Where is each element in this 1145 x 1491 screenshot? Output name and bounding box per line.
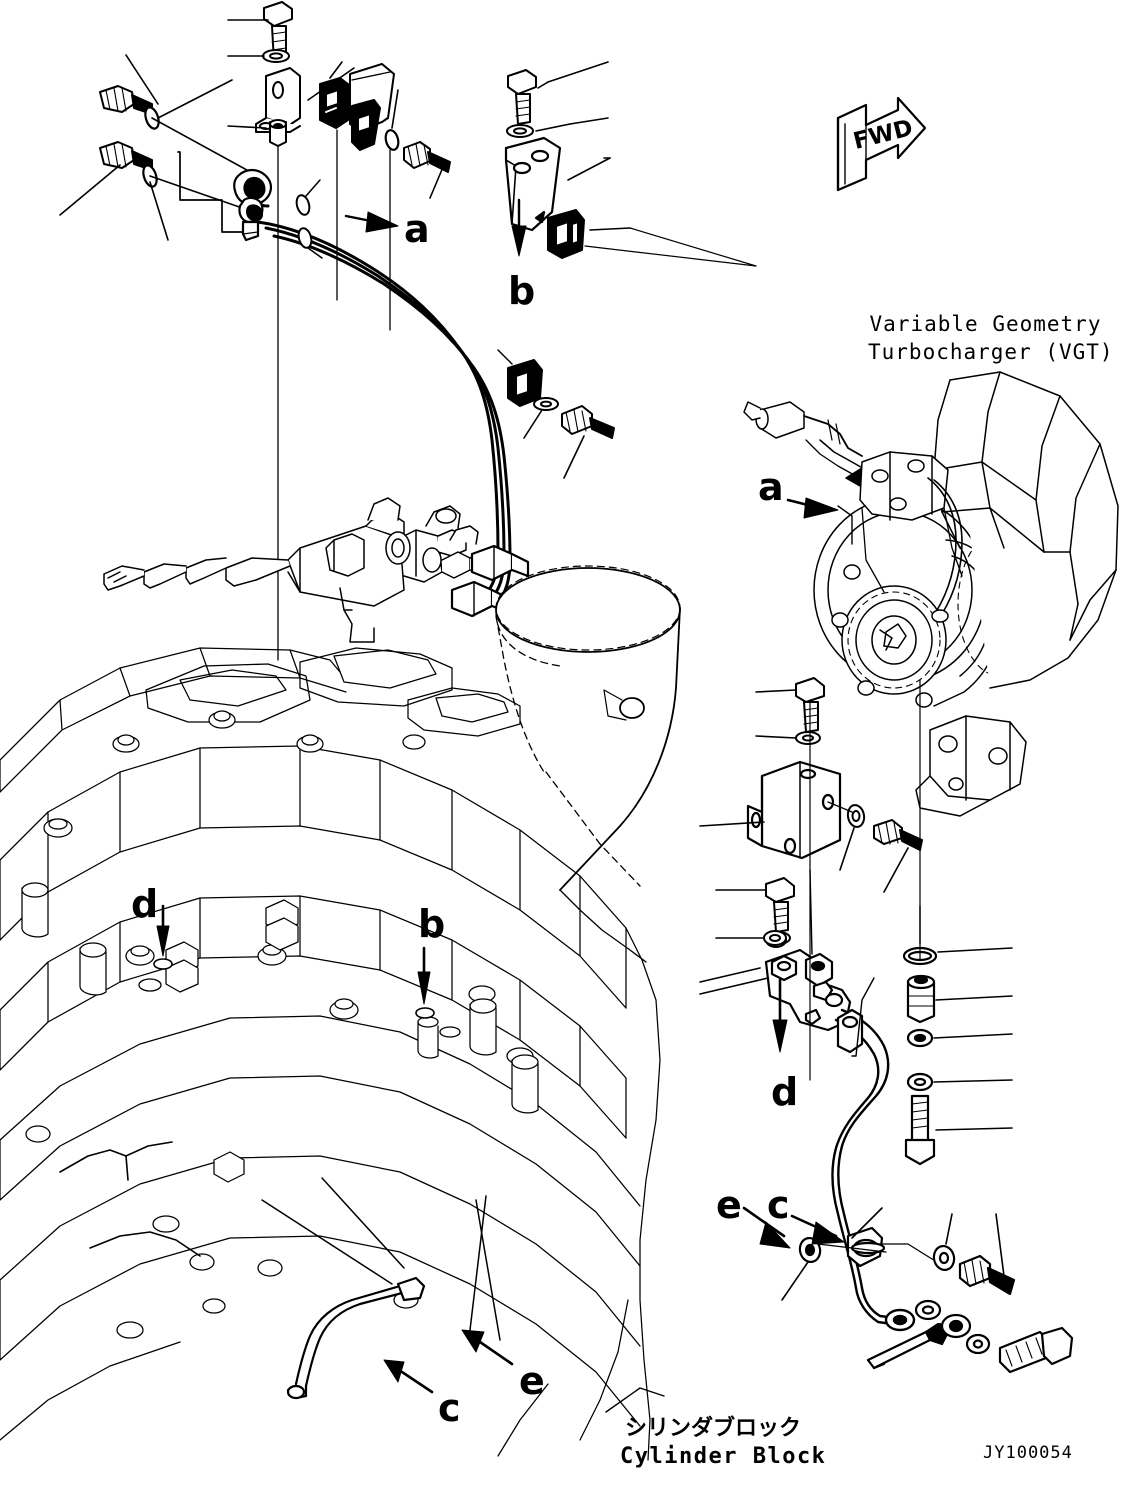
turbo-section-lines bbox=[809, 679, 921, 1081]
callout-b-block: b bbox=[418, 902, 446, 946]
block-oil-gallery-pipe bbox=[59, 1141, 201, 1257]
banjo-bolt-upper bbox=[99, 85, 153, 115]
callout-d-block: d bbox=[131, 882, 159, 926]
banjo-bolt-lower bbox=[99, 141, 153, 171]
oil-pipe-small bbox=[866, 1313, 972, 1370]
callout-c-pipe: c bbox=[767, 1183, 790, 1227]
rubber-clamp-center bbox=[547, 209, 585, 259]
pipe-junction-lower bbox=[846, 1226, 886, 1268]
block-hole-d bbox=[153, 958, 173, 970]
pipe-fitting-r bbox=[906, 974, 936, 1024]
hex-bolt-r1 bbox=[795, 677, 825, 733]
hex-bolt-r2 bbox=[873, 819, 923, 851]
callout-e-arrow-pipe bbox=[742, 1206, 791, 1249]
callout-a-left: a bbox=[404, 207, 430, 251]
exhaust-manifold-pipe bbox=[495, 565, 681, 963]
callout-e-arrow-block bbox=[461, 1329, 514, 1366]
lower-oil-pipe bbox=[286, 1276, 426, 1400]
washer-c-right bbox=[932, 1244, 956, 1272]
mid-pipe-clamp bbox=[507, 359, 543, 407]
component-name-en: Cylinder Block bbox=[620, 1444, 827, 1469]
section-guide-lines bbox=[277, 129, 391, 661]
fwd-marker-icon bbox=[836, 96, 927, 192]
flat-washer-center-top bbox=[506, 124, 534, 138]
washer-small-right bbox=[384, 129, 400, 151]
callout-e-block: e bbox=[519, 1359, 545, 1403]
callout-c-arrow-pipe bbox=[790, 1214, 845, 1245]
cylinder-block-body bbox=[0, 647, 661, 1461]
drawing-number: JY100054 bbox=[983, 1443, 1073, 1463]
turbocharger-body bbox=[743, 371, 1119, 817]
vgt-annotation-line2: Turbocharger (VGT) bbox=[868, 340, 1114, 364]
mount-step-outline bbox=[177, 151, 251, 233]
collar-bushing bbox=[269, 119, 287, 147]
flat-washer-top-1 bbox=[262, 49, 290, 63]
callout-c-block: c bbox=[438, 1386, 461, 1430]
callout-b-arrow-block bbox=[417, 946, 431, 1005]
hex-bolt-mid bbox=[561, 405, 615, 439]
flat-washer-lower-2 bbox=[965, 1333, 991, 1355]
pipe-banjo-head-left bbox=[233, 168, 272, 242]
callout-b-arrow-upper bbox=[511, 198, 527, 257]
callout-d-arrow-valve bbox=[772, 978, 788, 1053]
block-fastener-details bbox=[21, 710, 539, 1339]
washer-r1 bbox=[795, 731, 821, 745]
flat-washer-mid bbox=[533, 397, 559, 411]
block-hole-b bbox=[415, 1007, 435, 1019]
banjo-bolt-r bbox=[904, 1094, 936, 1166]
washer-r4 bbox=[763, 930, 787, 946]
pipe-eyelet-1 bbox=[295, 194, 311, 216]
tube-clamp-bracket bbox=[836, 1008, 864, 1054]
pipe-nut-upper bbox=[470, 544, 530, 582]
hex-bolt-r3 bbox=[765, 877, 795, 933]
leader-cylinder-block-label bbox=[605, 1387, 665, 1413]
callout-b-left: b bbox=[508, 269, 536, 313]
callout-a-arrow-turbo bbox=[786, 497, 839, 519]
callout-a-turbo: a bbox=[758, 465, 784, 509]
seal-washer-r2 bbox=[906, 1072, 934, 1092]
rubber-clamp-1 bbox=[319, 77, 349, 129]
rubber-clamp-2 bbox=[351, 99, 381, 151]
flat-washer-lower-1 bbox=[914, 1299, 942, 1321]
l-bracket-turbo-support bbox=[746, 760, 842, 860]
hex-bolt-right-upper bbox=[403, 141, 451, 173]
callout-e-pipe: e bbox=[716, 1183, 742, 1227]
vgt-annotation-line1: Variable Geometry bbox=[869, 312, 1102, 336]
hex-bolt-lower-r1 bbox=[958, 1254, 1016, 1296]
turbo-oil-return-tube bbox=[831, 1008, 916, 1332]
injection-pump-assembly bbox=[103, 497, 499, 643]
callout-d-valve: d bbox=[771, 1070, 799, 1114]
hex-bolt-center-top bbox=[507, 69, 537, 125]
washer-r2 bbox=[846, 804, 866, 828]
callout-d-arrow-block bbox=[156, 904, 170, 957]
component-name-jp: シリンダブロック bbox=[625, 1416, 802, 1441]
leader-lines-upper-left bbox=[59, 54, 257, 241]
banjo-bolt-lower-r bbox=[998, 1326, 1074, 1374]
leader-lines-block-lower bbox=[261, 1177, 501, 1341]
callout-c-arrow-block bbox=[383, 1359, 434, 1394]
pipe-eyelet-2 bbox=[297, 227, 313, 249]
seal-washer-r1 bbox=[906, 1028, 934, 1048]
